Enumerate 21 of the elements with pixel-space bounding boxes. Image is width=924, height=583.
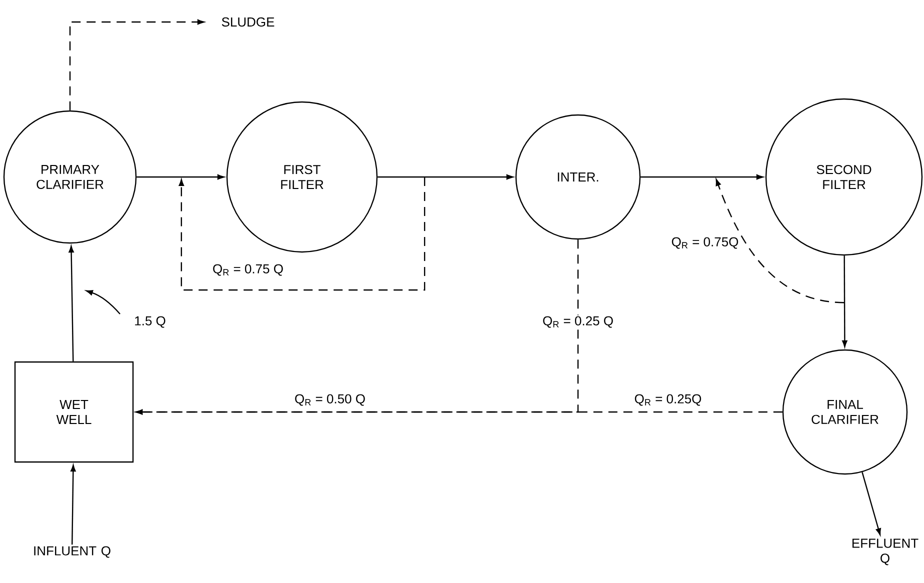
edge-label: Q$_{R}$ = 0.25Q [633,393,703,407]
flow-label: INFLUENT Q [34,546,110,558]
arrow [70,464,76,545]
arrow [178,177,426,291]
flow-label: Q$_{R}$ = 0.50 Q [295,394,365,406]
edge-label: 1.5 Q [133,315,167,329]
arrow [136,409,782,415]
flow-label: SLUDGE [222,17,274,27]
arrow [378,174,514,180]
edge-label: Q$_{R}$ = 0.75 Q [212,263,285,277]
flow-label: EFFLUENT Q [852,538,918,566]
arrow [842,256,848,348]
process-box: WET WELL [14,361,134,463]
arrow [68,246,74,362]
arrow [136,174,224,180]
arrow [69,19,204,110]
arrow [640,174,764,180]
edge-label: Q$_{R}$ = 0.75Q [670,236,740,250]
edge-label: Q$_{R}$ = 0.25 Q [542,315,615,329]
arrow [716,179,844,304]
arrow [862,472,881,536]
